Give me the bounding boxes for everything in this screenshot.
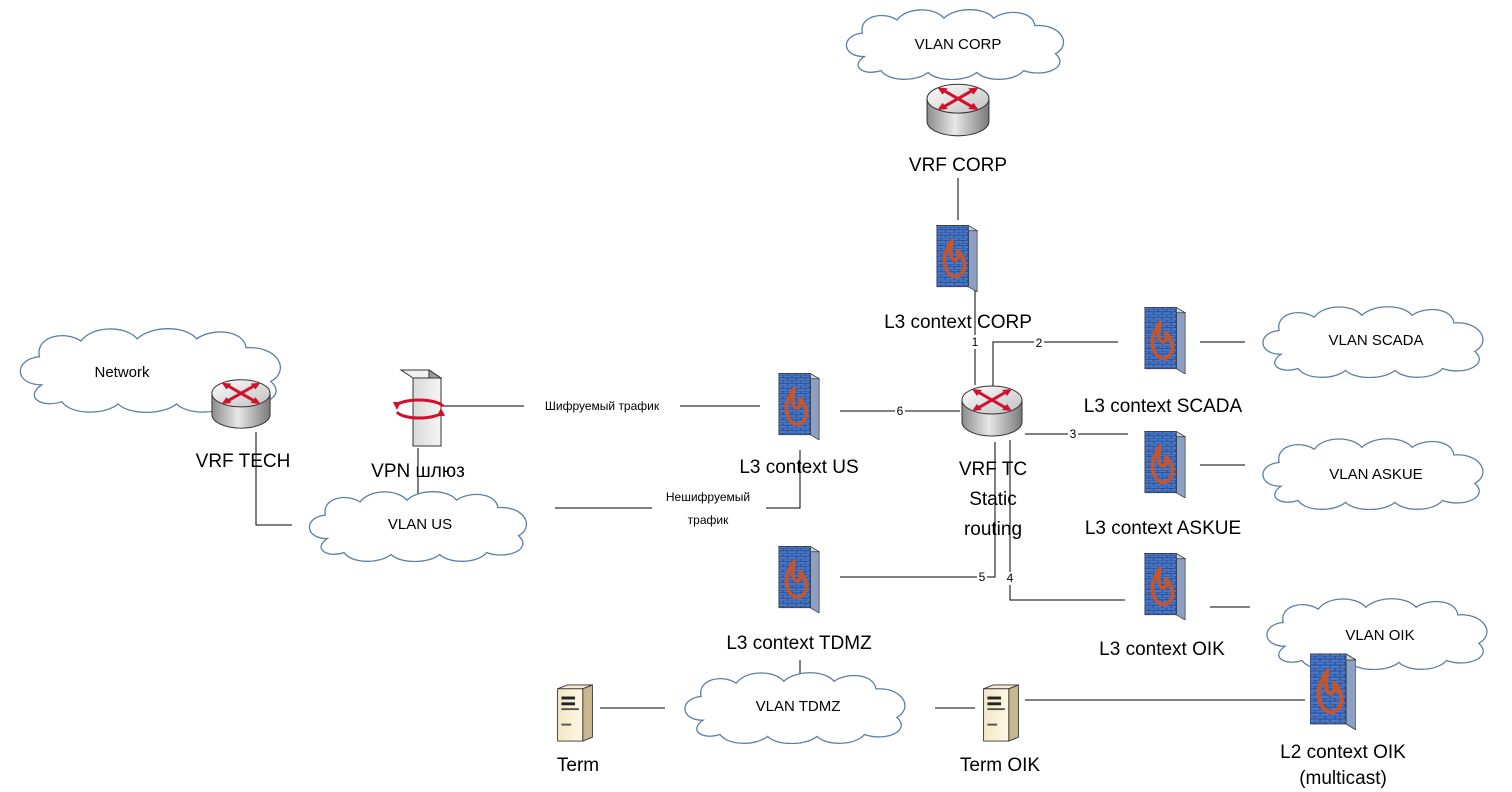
port-label-6: 6	[897, 404, 904, 418]
label-unencrypted-line2: трафик	[688, 513, 729, 527]
link-vrf-tc-tdmz	[840, 442, 996, 578]
link-vrf-tc-scada	[992, 341, 1118, 392]
port-bg-5	[977, 570, 987, 583]
label-unencrypted-line1: Нешифруемый	[666, 490, 750, 504]
label-term-oik: Term OIK	[960, 755, 1041, 776]
label-l3-tdmz: L3 context TDMZ	[726, 633, 872, 654]
firewall-icon-l3-corp	[934, 223, 980, 292]
label-encrypted-traffic: Шифруемый трафик	[545, 399, 660, 413]
label-vrf-tc-line1: VRF TC	[959, 459, 1027, 480]
label-vlan-askue: VLAN ASKUE	[1329, 466, 1422, 483]
label-vlan-tdmz: VLAN TDMZ	[756, 698, 841, 715]
label-l3-scada: L3 context SCADA	[1084, 396, 1243, 417]
port-label-1: 1	[972, 335, 979, 349]
port-bg-1	[970, 335, 980, 349]
vpn-gateway-icon	[391, 368, 447, 448]
label-bg-unencrypted	[652, 490, 766, 528]
link-unencrypted	[555, 450, 801, 509]
port-bg-3	[1068, 428, 1078, 441]
label-l3-oik: L3 context OIK	[1099, 639, 1225, 660]
link-vrf-tech-vlan-us	[255, 432, 292, 526]
link-vrf-tc-oik	[1009, 440, 1125, 601]
label-l3-us: L3 context US	[739, 457, 858, 478]
port-label-3: 3	[1070, 427, 1077, 441]
label-l2-oik-line2: (multicast)	[1299, 768, 1387, 789]
label-bg-encrypted	[524, 397, 680, 413]
label-vlan-scada: VLAN SCADA	[1328, 332, 1423, 349]
connection-lines	[255, 178, 1305, 709]
label-vlan-corp: VLAN CORP	[915, 36, 1002, 53]
server-icon-term	[557, 684, 593, 742]
port-bg-4	[1005, 572, 1015, 585]
firewall-icon-l2-oik	[1310, 652, 1356, 730]
label-vlan-us: VLAN US	[388, 516, 452, 533]
label-vrf-tech: VRF TECH	[196, 451, 291, 472]
router-icon-vrf-tc	[960, 384, 1024, 438]
label-l3-corp: L3 context CORP	[884, 312, 1032, 333]
firewall-icon-l3-scada	[1142, 305, 1188, 374]
label-vrf-tc-line3: routing	[964, 519, 1022, 540]
port-bg-6	[895, 405, 905, 418]
port-label-2: 2	[1036, 336, 1043, 350]
router-icon-vrf-tech	[210, 378, 272, 430]
label-term: Term	[557, 755, 599, 776]
firewall-icon-l3-oik	[1142, 551, 1188, 620]
port-label-4: 4	[1007, 571, 1014, 585]
firewall-icon-l3-askue	[1142, 429, 1188, 498]
label-vrf-corp: VRF CORP	[909, 155, 1007, 176]
port-bg-2	[1034, 336, 1044, 349]
label-vrf-tc-line2: Static	[969, 489, 1017, 510]
port-label-5: 5	[979, 570, 986, 584]
firewall-icon-l3-tdmz	[776, 544, 822, 613]
label-vpn-gateway: VPN шлюз	[371, 461, 465, 482]
server-icon-term-oik	[983, 684, 1019, 742]
label-network: Network	[94, 364, 150, 381]
label-l2-oik-line1: L2 context OIK	[1280, 742, 1406, 763]
router-icon-vrf-corp	[925, 82, 991, 138]
label-vlan-oik: VLAN OIK	[1345, 627, 1414, 644]
firewall-icon-l3-us	[776, 371, 822, 440]
label-l3-askue: L3 context ASKUE	[1085, 518, 1241, 539]
